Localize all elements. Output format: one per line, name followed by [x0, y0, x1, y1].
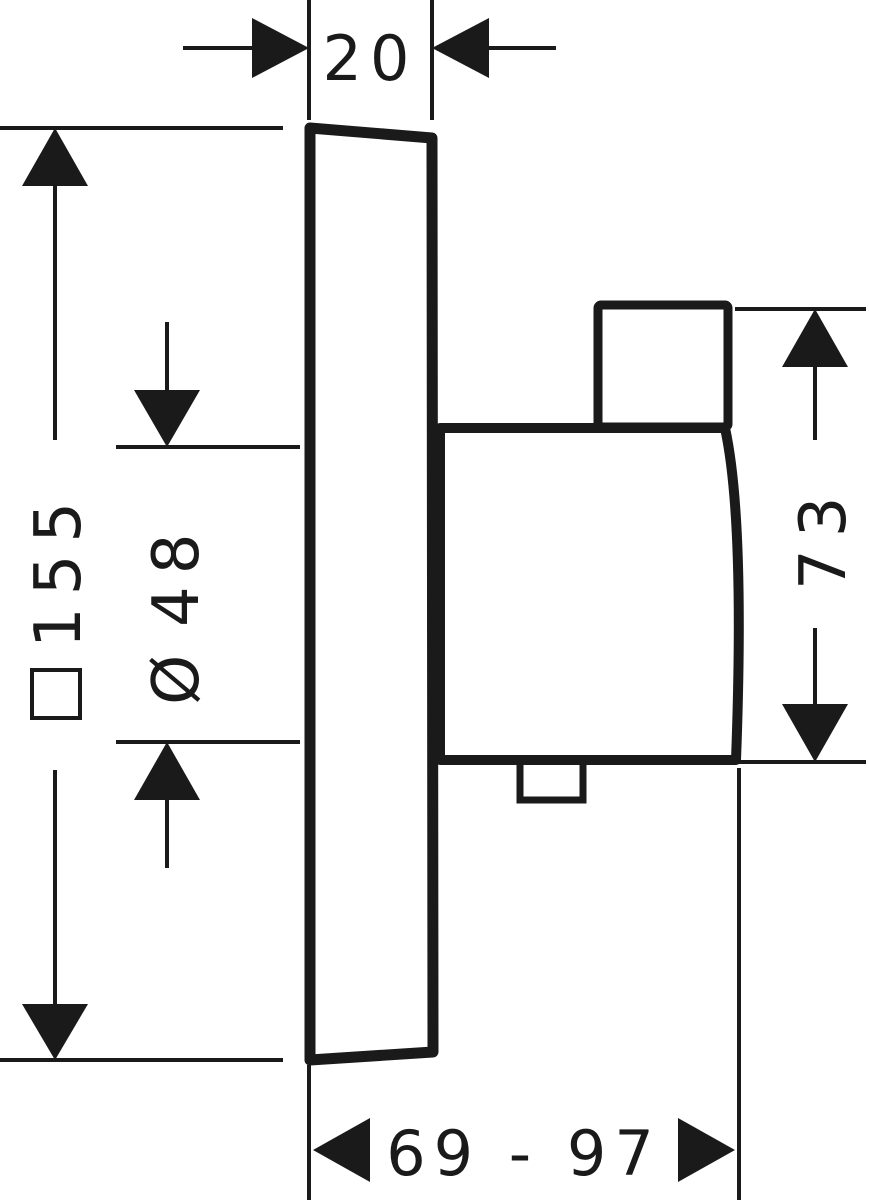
- dimension-body-height: 73: [735, 307, 866, 764]
- plate-depth-label: 20: [323, 22, 418, 95]
- bottom-tab: [516, 756, 587, 804]
- square-symbol: [30, 668, 82, 720]
- body-height-label: 73: [787, 485, 861, 590]
- dimension-plate-depth: 20: [183, 0, 556, 120]
- total-projection-label: 69 - 97: [386, 1117, 662, 1190]
- cover-plate-outline: [304, 122, 439, 1066]
- dimension-bore-diameter: Ø 48: [116, 322, 300, 868]
- handle-block: [593, 300, 733, 432]
- dimension-plate-height: 155: [0, 126, 283, 1062]
- plate-height-label: 155: [22, 490, 96, 648]
- dimension-total-projection: 69 - 97: [307, 768, 741, 1200]
- diameter-symbol: Ø: [140, 643, 214, 705]
- valve-body-outline: [435, 423, 744, 765]
- bore-diameter-label: 48: [140, 522, 214, 627]
